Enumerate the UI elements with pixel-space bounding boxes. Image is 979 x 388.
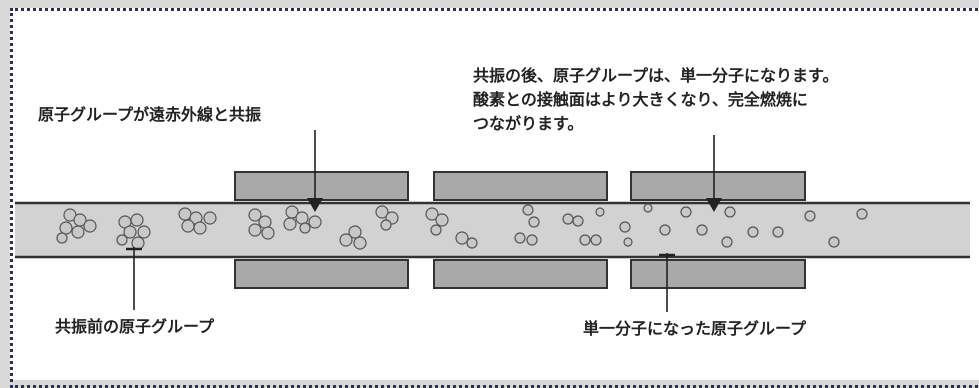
label-resonance-result: 共振の後、原子グループは、単一分子になります。 酸素との接触面はより大きくなり、… [473, 64, 838, 136]
particles [56, 203, 868, 250]
label-resonance-result-line-2: 酸素との接触面はより大きくなり、完全燃焼に [473, 90, 808, 109]
pipe-channel [15, 203, 970, 257]
arrow-up-icon [659, 253, 675, 312]
label-resonance-result-line-3: つながります。 [473, 114, 584, 133]
arrow-down-icon [706, 135, 722, 212]
label-single-molecule: 単一分子になった原子グループ [583, 319, 807, 338]
upper-magnet-3 [630, 171, 806, 201]
lower-magnet-2 [433, 259, 608, 289]
label-before-resonance: 共振前の原子グループ [55, 317, 215, 336]
left-margin [0, 0, 10, 380]
arrow-down-icon [307, 130, 323, 212]
label-resonance-result-line-1: 共振の後、原子グループは、単一分子になります。 [473, 66, 839, 85]
fuel-pipe-diagram [15, 130, 970, 312]
arrow-up-icon [126, 247, 142, 310]
upper-magnet-1 [234, 171, 409, 201]
lower-magnet-3 [630, 259, 806, 289]
top-margin [0, 0, 979, 8]
label-resonance-start: 原子グループが遠赤外線と共振 [38, 105, 262, 124]
upper-magnet-2 [433, 171, 608, 201]
lower-magnet-1 [234, 259, 409, 289]
